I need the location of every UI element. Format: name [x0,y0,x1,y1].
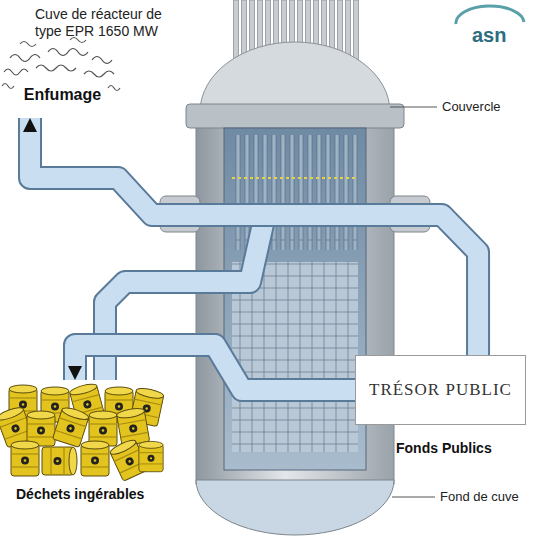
diagram-title: Cuve de réacteur de type EPR 1650 MW [35,6,185,40]
node-text: Déchets ingérables [16,486,144,502]
logo-swoosh [456,6,524,24]
pipe-fill [75,345,355,390]
pipe-outline [30,118,478,355]
vessel-shell [196,126,394,484]
node-caption: Fonds Publics [396,440,492,456]
pipe-connector [30,118,478,355]
core-marker [232,177,358,179]
pipe-fill [30,118,478,355]
part-label: Couvercle [442,99,501,114]
vessel-bottom [196,480,394,535]
flow-arrow [30,118,478,355]
flow-arrow [75,345,355,390]
treasury-box: TRÉSOR PUBLICFonds Publics [355,355,526,425]
leader-line [390,107,437,108]
smoke-cloud [2,38,120,91]
node-text: Enfumage [21,86,104,104]
pipe-outline [75,345,355,390]
smoke-cloud-node: Enfumage [0,48,125,118]
pipe-connector [75,345,355,390]
vessel-interior [224,128,366,470]
part-label: Fond de cuve [440,489,519,504]
leader-line [392,497,435,498]
vessel-lid [200,42,390,112]
logo-text: asn [472,24,506,47]
waste-barrels [0,382,164,481]
waste-pile: Déchets ingérables [0,380,165,480]
node-text: TRÉSOR PUBLIC [369,380,512,400]
vessel-flange [186,104,404,128]
